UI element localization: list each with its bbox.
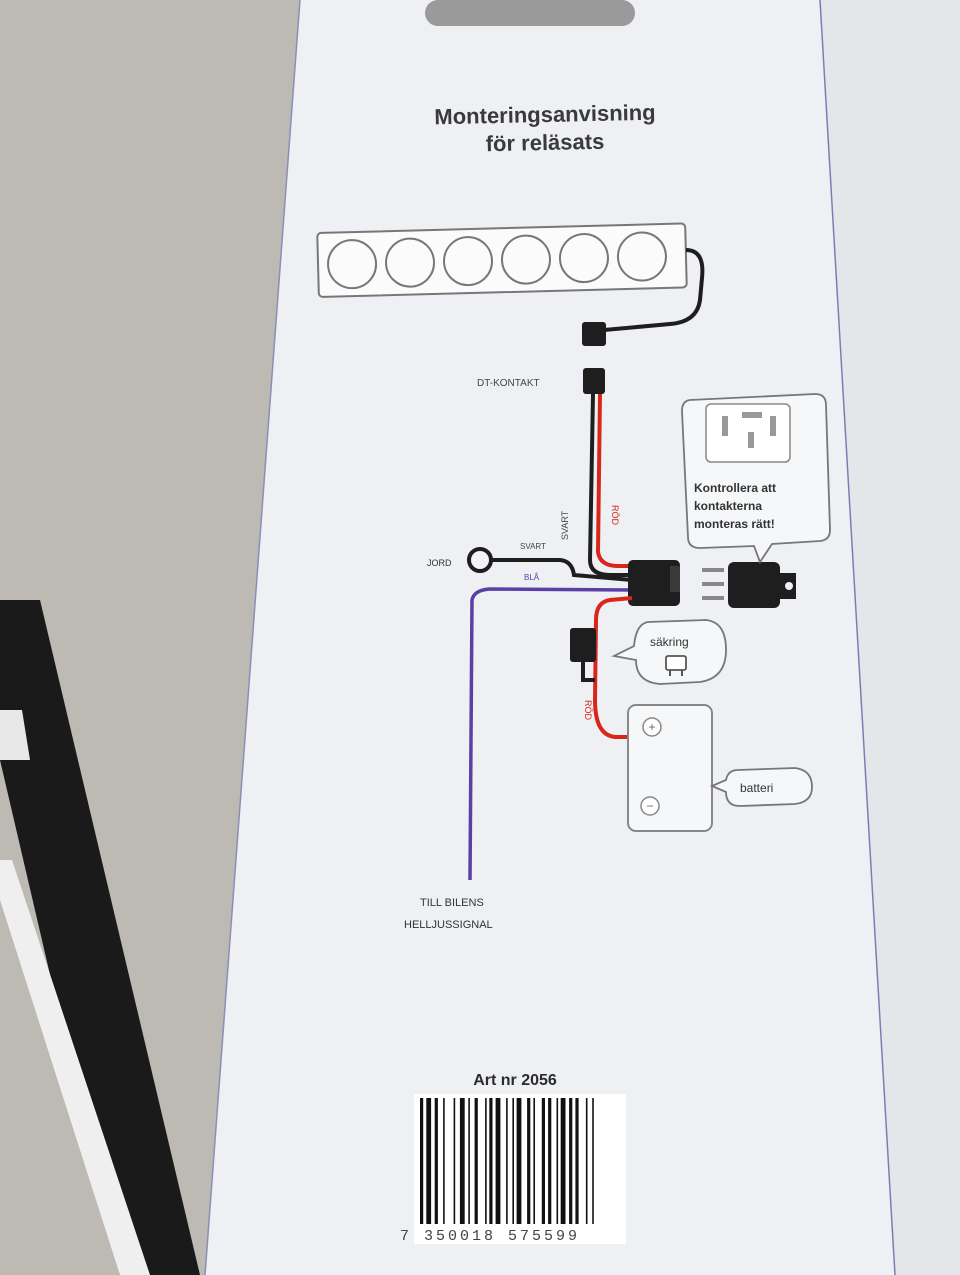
led-lamp xyxy=(558,233,609,284)
barcode xyxy=(420,1098,594,1224)
fuse-holder-lead xyxy=(581,662,595,682)
battery-icon xyxy=(627,704,713,832)
rod-battery-wire-label: RÖD xyxy=(583,700,593,721)
socket-slot xyxy=(748,432,754,448)
barcode-bar xyxy=(533,1098,535,1224)
relay-unit xyxy=(728,562,780,608)
barcode-bar xyxy=(474,1098,478,1224)
barcode-bar xyxy=(512,1098,514,1224)
barcode-bar xyxy=(575,1098,579,1224)
barcode-bar xyxy=(443,1098,445,1224)
bla-wire-label: BLÅ xyxy=(524,573,540,582)
frame-slot xyxy=(0,710,30,760)
barcode-bar xyxy=(489,1098,493,1224)
jord-label: JORD xyxy=(427,558,452,568)
relay-mount-hole xyxy=(785,582,793,590)
barcode-bar xyxy=(560,1098,566,1224)
led-lamp xyxy=(443,236,494,287)
blue-signal-wire xyxy=(468,587,633,881)
article-number: Art nr 2056 xyxy=(473,1072,557,1089)
relay-pin xyxy=(702,596,724,600)
light-bar-cable xyxy=(603,248,705,332)
barcode-bar xyxy=(434,1098,438,1224)
barcode-bar xyxy=(495,1098,501,1224)
callout-text-line1: Kontrollera att xyxy=(694,481,776,495)
svart-ground-wire-label: SVART xyxy=(520,542,546,551)
barcode-bar xyxy=(592,1098,594,1224)
barcode-bar xyxy=(426,1098,432,1224)
led-lamp xyxy=(616,231,667,282)
relay-harness-block xyxy=(628,560,680,606)
black-frame xyxy=(0,600,200,1275)
rod-wire-label: RÖD xyxy=(610,505,620,526)
barcode-bar xyxy=(548,1098,552,1224)
led-lamp xyxy=(500,234,551,285)
fuse-icon xyxy=(665,655,687,671)
black-wire xyxy=(587,393,632,577)
card-edge-line-left xyxy=(204,0,301,1275)
sakring-label: säkring xyxy=(650,635,689,649)
dt-connector-male xyxy=(582,322,606,346)
svart-wire-label: SVART xyxy=(560,510,570,540)
barcode-bar xyxy=(527,1098,531,1224)
batteri-label: batteri xyxy=(740,781,773,795)
callout-text-line2: kontakterna xyxy=(694,499,762,513)
red-wire xyxy=(595,393,632,568)
barcode-bar xyxy=(556,1098,559,1224)
relay-pin xyxy=(702,582,724,586)
fuse-callout-bubble xyxy=(611,619,727,685)
signal-label-line1: TILL BILENS xyxy=(420,897,484,909)
barcode-bar xyxy=(468,1098,470,1224)
led-lamp xyxy=(327,239,378,290)
barcode-bar xyxy=(569,1098,573,1224)
barcode-bar xyxy=(459,1098,465,1224)
card-edge xyxy=(820,0,960,1275)
barcode-bar xyxy=(420,1098,424,1224)
relay-pin xyxy=(702,568,724,572)
dt-kontakt-label: DT-KONTAKT xyxy=(477,378,540,389)
barcode-bar xyxy=(485,1098,487,1224)
frame-highlight xyxy=(0,860,150,1275)
minus-symbol: − xyxy=(646,799,653,813)
paper-card xyxy=(205,0,895,1275)
socket-slot xyxy=(770,416,776,436)
socket-slot xyxy=(722,416,728,436)
ground-wire xyxy=(491,558,633,582)
plus-symbol: + xyxy=(648,720,655,734)
callout-text-line3: monteras rätt! xyxy=(694,517,775,531)
barcode-bar xyxy=(516,1098,522,1224)
led-light-bar xyxy=(316,222,688,298)
hang-hole xyxy=(425,0,635,26)
barcode-bar xyxy=(453,1098,456,1224)
barcode-bar xyxy=(541,1098,545,1224)
ean-number: 7 350018 575599 xyxy=(400,1228,581,1245)
ground-ring-terminal xyxy=(467,547,493,573)
led-lamp xyxy=(385,237,436,288)
socket-slot xyxy=(742,412,762,418)
battery-callout-bubble xyxy=(709,767,813,807)
barcode-bar xyxy=(585,1098,588,1224)
card-edge-line xyxy=(819,0,896,1275)
fuse-holder xyxy=(570,628,596,662)
battery-plus-terminal xyxy=(642,717,662,737)
signal-label-line2: HELLJUSSIGNAL xyxy=(404,919,493,931)
relay-block-side xyxy=(670,566,680,592)
dt-connector-female xyxy=(583,368,605,394)
battery-minus-terminal xyxy=(640,796,660,816)
barcode-bar xyxy=(506,1098,508,1224)
